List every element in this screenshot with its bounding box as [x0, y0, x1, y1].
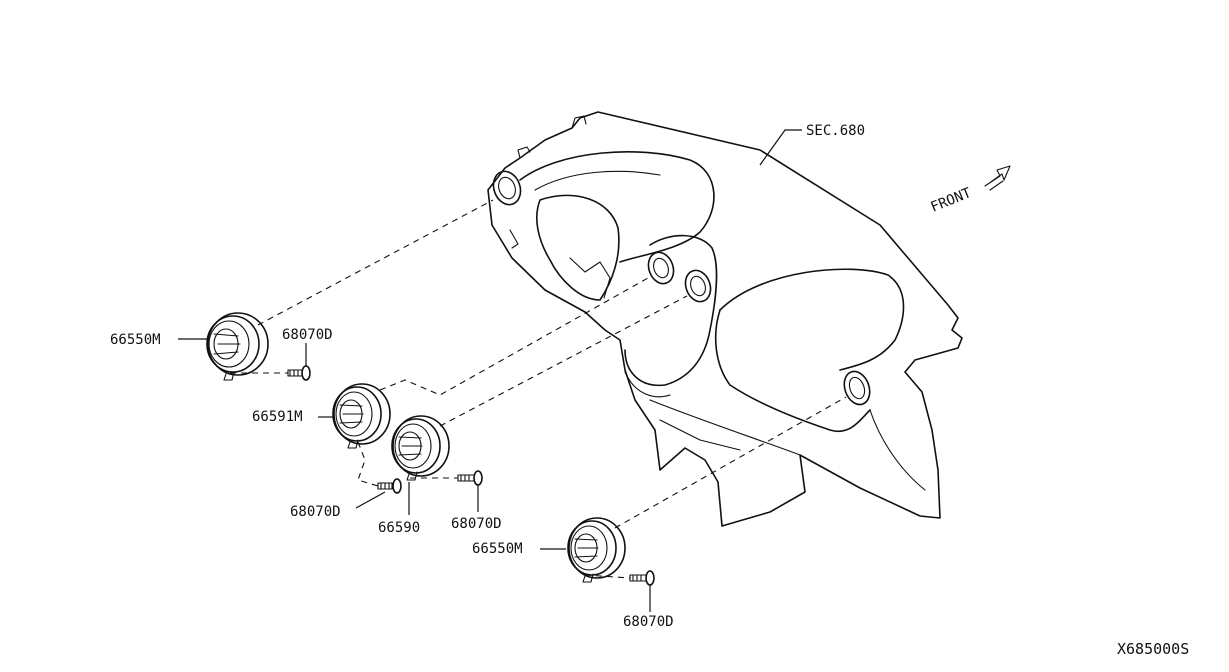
label-68070d-2: 68070D [290, 504, 341, 520]
assembly-lines [230, 199, 847, 579]
panel-vent-opening-right [843, 370, 871, 406]
screw-68070d-1 [287, 365, 311, 381]
air-vent-66591m [332, 383, 391, 449]
label-68070d-3: 68070D [451, 516, 502, 532]
panel-vent-opening-center-right [684, 269, 712, 303]
label-66591m: 66591M [252, 409, 303, 425]
label-68070d-1: 68070D [282, 327, 333, 343]
screw-68070d-2 [377, 478, 402, 494]
instrument-panel [487, 111, 963, 527]
label-66550m-right: 66550M [472, 541, 523, 557]
front-arrow-icon [984, 165, 1011, 191]
screw-68070d-3 [457, 470, 483, 486]
air-vent-66590 [391, 415, 450, 481]
label-68070d-4: 68070D [623, 614, 674, 630]
air-vent-66550m-right [567, 517, 626, 583]
label-66590: 66590 [378, 520, 420, 536]
label-front: FRONT [929, 185, 975, 216]
label-66550m-left: 66550M [110, 332, 161, 348]
diagram-reference-code: X685000S [1117, 640, 1189, 658]
panel-vent-opening-left [492, 170, 522, 206]
air-vent-66550m-left [206, 312, 269, 381]
label-sec-680: SEC.680 [806, 123, 865, 139]
screw-68070d-4 [629, 570, 655, 586]
panel-vent-opening-center-left [647, 251, 675, 285]
